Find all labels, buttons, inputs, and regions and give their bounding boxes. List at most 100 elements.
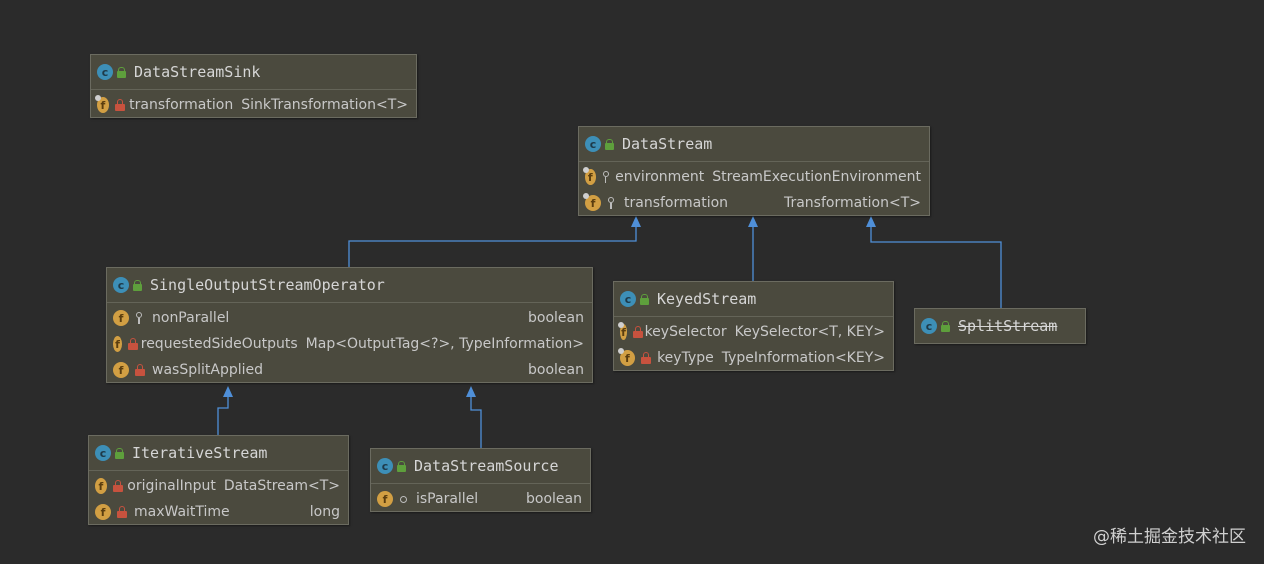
class-name-deprecated: SplitStream: [958, 317, 1058, 335]
public-lock-icon: [640, 293, 649, 305]
field-name: isParallel: [416, 491, 479, 507]
class-icon: c: [620, 291, 636, 307]
field-row[interactable]: f keySelector KeySelector<T, KEY>: [614, 319, 893, 345]
field-icon: f: [618, 348, 635, 366]
class-box-singleoutputstreamoperator[interactable]: c SingleOutputStreamOperator f nonParall…: [106, 267, 593, 383]
class-icon: c: [95, 445, 111, 461]
class-icon: c: [921, 318, 937, 334]
field-row[interactable]: f transformation Transformation<T>: [579, 190, 929, 216]
field-list: f originalInput DataStream<T> f maxWaitT…: [89, 471, 348, 527]
field-icon: f: [377, 491, 393, 507]
protected-key-icon: [607, 197, 617, 209]
class-name: KeyedStream: [657, 290, 757, 308]
class-header: c IterativeStream: [89, 436, 348, 471]
field-row[interactable]: f transformation SinkTransformation<T>: [91, 92, 416, 118]
class-header: c DataStreamSource: [371, 449, 590, 484]
edge-single-to-datastream: [348, 220, 637, 267]
field-icon: f: [113, 362, 129, 378]
field-row[interactable]: f maxWaitTime long: [89, 499, 348, 525]
class-box-iterativestream[interactable]: c IterativeStream f originalInput DataSt…: [88, 435, 349, 525]
private-lock-icon: [114, 99, 126, 111]
field-name: environment: [615, 169, 705, 185]
field-icon: f: [95, 504, 111, 520]
class-box-datastreamsource[interactable]: c DataStreamSource f isParallel boolean: [370, 448, 591, 512]
public-lock-icon: [115, 447, 124, 459]
private-lock-icon: [112, 480, 124, 492]
public-lock-icon: [941, 320, 950, 332]
private-lock-icon: [128, 338, 138, 350]
field-row[interactable]: f originalInput DataStream<T>: [89, 473, 348, 499]
class-name: DataStreamSink: [134, 63, 261, 81]
field-type: TypeInformation<KEY>: [721, 350, 885, 366]
field-list: f transformation SinkTransformation<T>: [91, 90, 416, 120]
class-header: c DataStreamSink: [91, 55, 416, 90]
field-type: Map<OutputTag<?>, TypeInformation>: [305, 336, 584, 352]
protected-key-icon: [602, 171, 609, 183]
class-box-datastream[interactable]: c DataStream f environment StreamExecuti…: [578, 126, 930, 216]
private-lock-icon: [135, 364, 145, 376]
field-type: boolean: [528, 362, 584, 378]
class-name: DataStreamSource: [414, 457, 559, 475]
arrowhead-single-2: [466, 386, 476, 397]
field-type: StreamExecutionEnvironment: [712, 169, 921, 185]
arrowhead-datastream-3: [866, 216, 876, 227]
class-icon: c: [113, 277, 129, 293]
field-list: f nonParallel boolean f requestedSideOut…: [107, 303, 592, 385]
field-name: requestedSideOutputs: [140, 336, 298, 352]
field-type: Transformation<T>: [783, 195, 921, 211]
field-name: keyType: [657, 350, 714, 366]
field-icon: f: [95, 95, 109, 113]
field-name: originalInput: [127, 478, 216, 494]
field-row[interactable]: f environment StreamExecutionEnvironment: [579, 164, 929, 190]
field-type: boolean: [528, 310, 584, 326]
field-icon: f: [617, 322, 628, 340]
field-row[interactable]: f requestedSideOutputs Map<OutputTag<?>,…: [107, 331, 592, 357]
private-lock-icon: [117, 506, 127, 518]
field-name: transformation: [129, 97, 234, 113]
class-header: c SingleOutputStreamOperator: [107, 268, 592, 303]
field-list: f isParallel boolean: [371, 484, 590, 514]
field-icon: f: [95, 478, 107, 494]
field-type: DataStream<T>: [223, 478, 340, 494]
field-row[interactable]: f isParallel boolean: [371, 486, 590, 512]
field-type: boolean: [526, 491, 582, 507]
class-box-datastreamsink[interactable]: c DataStreamSink f transformation SinkTr…: [90, 54, 417, 118]
arrowhead-datastream-1: [631, 216, 641, 227]
edge-source-to-single: [470, 392, 482, 448]
class-icon: c: [97, 64, 113, 80]
field-list: f environment StreamExecutionEnvironment…: [579, 162, 929, 218]
class-box-keyedstream[interactable]: c KeyedStream f keySelector KeySelector<…: [613, 281, 894, 371]
class-name: DataStream: [622, 135, 713, 153]
public-lock-icon: [397, 460, 406, 472]
field-name: wasSplitApplied: [152, 362, 263, 378]
class-header: c KeyedStream: [614, 282, 893, 317]
class-icon: c: [585, 136, 601, 152]
field-name: maxWaitTime: [134, 504, 230, 520]
field-icon: f: [113, 310, 129, 326]
field-type: SinkTransformation<T>: [241, 97, 408, 113]
public-lock-icon: [605, 138, 614, 150]
public-lock-icon: [117, 66, 126, 78]
field-row[interactable]: f nonParallel boolean: [107, 305, 592, 331]
class-name: IterativeStream: [132, 444, 268, 462]
arrowhead-single-1: [223, 386, 233, 397]
field-type: long: [309, 504, 340, 520]
field-list: f keySelector KeySelector<T, KEY> f keyT…: [614, 317, 893, 373]
field-icon: f: [583, 193, 601, 211]
field-row[interactable]: f wasSplitApplied boolean: [107, 357, 592, 383]
field-name: keySelector: [644, 324, 727, 340]
edge-iterative-to-single: [217, 392, 229, 435]
field-row[interactable]: f keyType TypeInformation<KEY>: [614, 345, 893, 371]
class-header: c DataStream: [579, 127, 929, 162]
private-lock-icon: [640, 352, 652, 364]
field-type: KeySelector<T, KEY>: [734, 324, 885, 340]
private-lock-icon: [633, 326, 645, 338]
public-lock-icon: [133, 279, 142, 291]
watermark-text: @稀土掘金技术社区: [1093, 527, 1246, 547]
field-icon: f: [113, 336, 123, 352]
class-name: SingleOutputStreamOperator: [150, 276, 385, 294]
arrowhead-datastream-2: [748, 216, 758, 227]
class-box-splitstream[interactable]: c SplitStream: [914, 308, 1086, 344]
field-icon: f: [583, 167, 596, 185]
